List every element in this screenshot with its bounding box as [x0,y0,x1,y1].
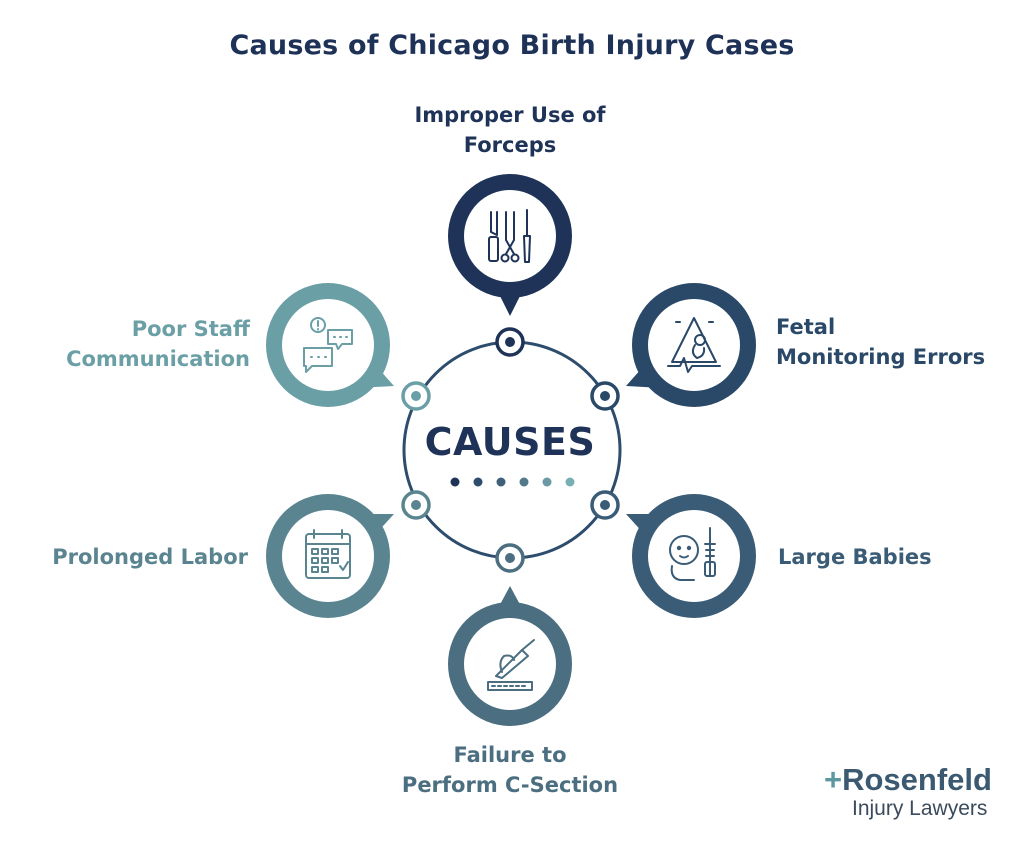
badge-large [626,494,756,618]
page-title: Causes of Chicago Birth Injury Cases [229,30,795,61]
calendar-icon [305,529,351,579]
logo-tagline: Injury Lawyers [852,797,988,820]
connector-node-top [495,327,525,357]
center-label: CAUSES [424,420,596,464]
badge-staff [266,283,394,407]
label-forceps: Improper Use of Forceps [414,103,606,157]
center-dots [450,477,575,487]
scalpel-icon [487,639,535,691]
logo-brand: +Rosenfeld [824,762,992,797]
center-dot [519,477,529,487]
baby-icon [669,527,716,581]
badge-labor [266,494,394,618]
center-dot [542,477,552,487]
center-dot [565,477,575,487]
badge-csection [448,586,572,726]
connector-node-lower-right [590,490,620,520]
label-large: Large Babies [778,545,932,569]
label-csection: Failure to Perform C-Section [401,743,619,797]
center-dot [450,477,460,487]
connector-node-upper-right [590,381,620,411]
chat-icon [303,317,353,373]
logo-plus-mark: + [824,762,843,797]
connector-node-upper-left [401,381,431,411]
connector-node-lower-left [401,490,431,520]
center-dot [496,477,506,487]
label-fetal: Fetal Monitoring Errors [776,315,986,369]
rosenfeld-logo: +Rosenfeld Injury Lawyers [824,764,1014,822]
badge-fetal [626,283,756,407]
ultrasound-icon [667,317,721,373]
connector-node-bottom [495,543,525,573]
label-staff: Poor Staff Communication [66,317,250,371]
label-labor: Prolonged Labor [52,545,248,569]
center-dot [473,477,483,487]
forceps-icon [488,209,531,263]
badge-forceps [448,174,572,316]
